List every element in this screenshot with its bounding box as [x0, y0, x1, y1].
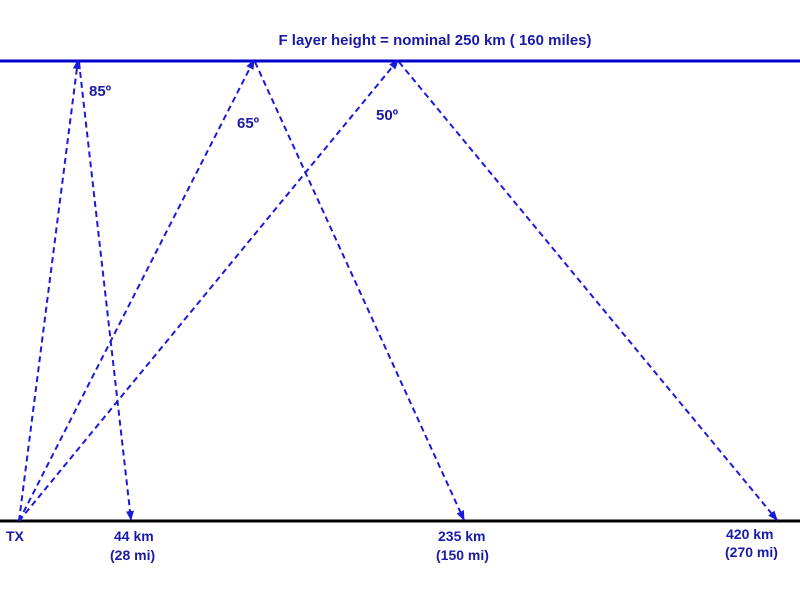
ray-path-65: [18, 59, 465, 522]
ray-down-50: [398, 61, 778, 521]
ray-up-85: [18, 59, 81, 522]
ray-up-50: [18, 59, 399, 522]
distance-mi-label-50: (270 mi): [725, 544, 778, 560]
diagram-title: F layer height = nominal 250 km ( 160 mi…: [278, 32, 591, 49]
distance-mi-label-65: (150 mi): [436, 547, 489, 563]
ray-down-85: [78, 61, 134, 521]
distance-km-label-50: 420 km: [726, 526, 773, 542]
distance-km-label-65: 235 km: [438, 528, 485, 544]
transmitter-label: TX: [6, 528, 25, 544]
angle-label-50: 50º: [376, 107, 399, 124]
ray-path-85: [18, 59, 134, 522]
distance-km-label-85: 44 km: [114, 528, 154, 544]
distance-mi-label-85: (28 mi): [110, 547, 155, 563]
ray-down-65: [254, 61, 465, 521]
ray-path-50: [18, 59, 778, 522]
ray-up-65: [18, 59, 255, 522]
angle-label-85: 85º: [89, 83, 112, 100]
angle-label-65: 65º: [237, 115, 260, 132]
